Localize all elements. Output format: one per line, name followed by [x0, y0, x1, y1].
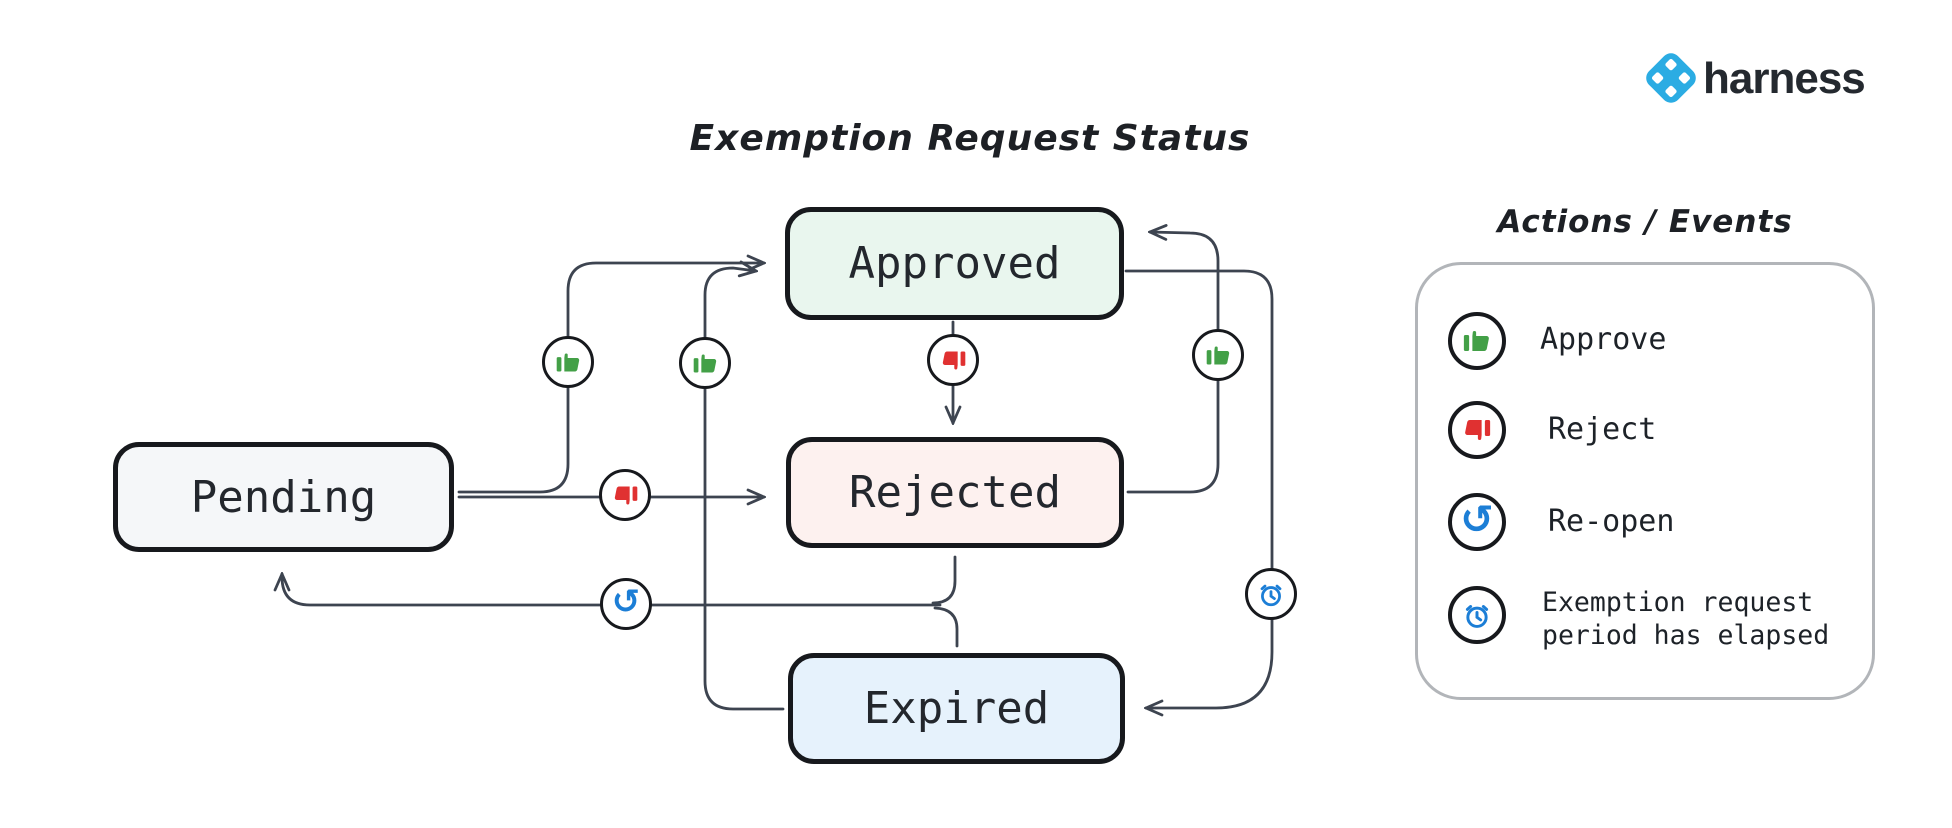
- reject-badge: [599, 469, 651, 521]
- reopen-badge: ↺: [600, 578, 652, 630]
- reopen-icon: ↺: [1460, 497, 1494, 543]
- legend-item-reopen: Re-open: [1548, 504, 1675, 539]
- arrow-rejected-branch-to-pending: [931, 555, 957, 605]
- arrow-merged-to-pending: [282, 574, 942, 607]
- thumbs-up-icon: [556, 353, 579, 371]
- arrow-expired-to-approved: [703, 268, 785, 711]
- legend-item-reject: Reject: [1548, 412, 1657, 447]
- state-label: Rejected: [849, 467, 1061, 518]
- brand: harness: [1641, 48, 1866, 108]
- legend-title: Actions / Events: [1497, 204, 1793, 240]
- thumbs-down-icon: [614, 486, 637, 504]
- alarm-clock-icon: [1260, 584, 1282, 607]
- legend-approve-badge: [1448, 312, 1506, 370]
- reject-badge: [927, 334, 979, 386]
- legend-reopen-badge: ↺: [1448, 493, 1506, 551]
- state-label: Pending: [190, 471, 377, 523]
- state-node-approved: Approved: [785, 207, 1124, 320]
- alarm-clock-icon: [1465, 605, 1489, 628]
- thumbs-up-icon: [1463, 331, 1489, 351]
- thumbs-down-icon: [942, 351, 965, 369]
- state-node-rejected: Rejected: [786, 437, 1124, 548]
- state-label: Approved: [848, 238, 1061, 289]
- approve-badge: [679, 337, 731, 389]
- state-label: Expired: [863, 683, 1050, 734]
- approve-badge: [1192, 329, 1244, 381]
- brand-wordmark: harness: [1703, 54, 1866, 103]
- arrow-expired-branch-to-pending: [933, 606, 959, 648]
- elapsed-badge: [1245, 568, 1297, 620]
- legend-item-elapsed: Exemption request period has elapsed: [1542, 587, 1830, 651]
- reopen-icon: ↺: [611, 582, 641, 622]
- legend-reject-badge: [1448, 401, 1506, 459]
- state-node-pending: Pending: [113, 442, 454, 552]
- thumbs-down-icon: [1465, 420, 1491, 440]
- legend-elapsed-badge: [1448, 586, 1506, 644]
- state-node-expired: Expired: [788, 653, 1125, 764]
- arrow-approved-to-expired: [1124, 269, 1274, 708]
- harness-diamond-icon: [1646, 53, 1696, 103]
- approve-badge: [542, 336, 594, 388]
- legend-item-approve: Approve: [1540, 322, 1667, 357]
- thumbs-up-icon: [1206, 346, 1229, 364]
- diagram-title: Exemption Request Status: [689, 118, 1251, 159]
- thumbs-up-icon: [693, 354, 716, 372]
